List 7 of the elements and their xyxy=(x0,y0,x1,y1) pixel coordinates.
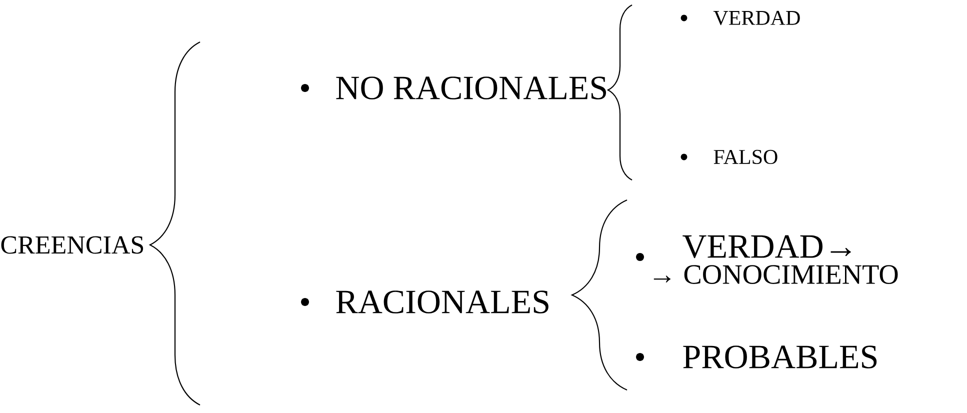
item-text: VERDAD→ → CONOCIMIENTO xyxy=(654,235,898,284)
item-text: NO RACIONALES xyxy=(336,76,606,100)
item-text: RACIONALES xyxy=(336,290,548,314)
item-text: PROBABLES xyxy=(683,346,877,368)
item-text: VERDAD xyxy=(713,10,800,26)
item-text: CREENCIAS xyxy=(1,236,144,254)
item-text: FALSO xyxy=(714,150,778,164)
